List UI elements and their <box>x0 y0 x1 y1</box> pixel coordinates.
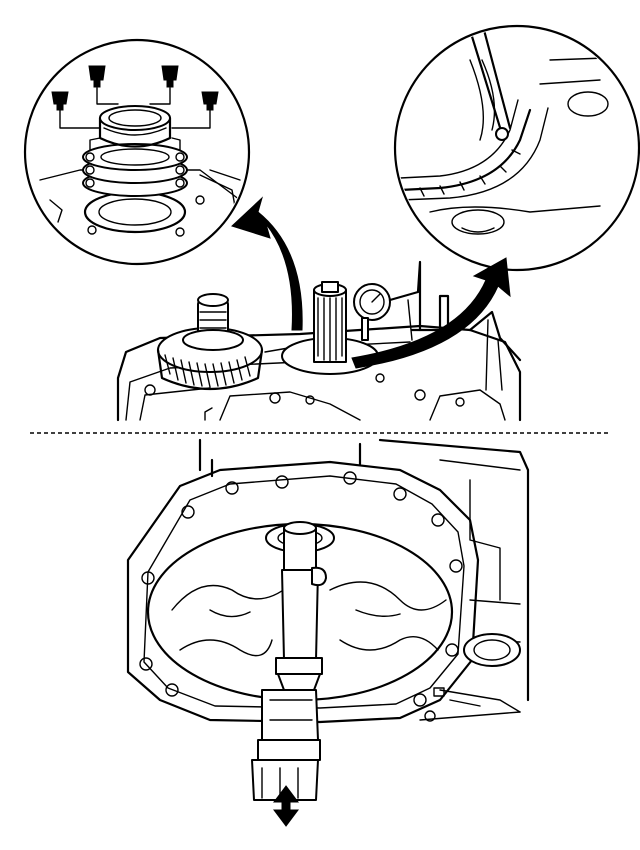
case-bracket-right <box>468 310 522 391</box>
seal-installer-tool <box>251 521 327 801</box>
spacer-shims-detail <box>23 38 251 266</box>
curved-arrow-icon <box>231 196 303 331</box>
transmission-case-side <box>198 438 530 721</box>
shim-stack <box>82 143 188 197</box>
dial-indicator-probe-detail <box>393 24 640 272</box>
bolt-icon <box>88 65 106 88</box>
curved-arrow-icon <box>351 257 511 369</box>
bolt-icon <box>51 91 69 111</box>
bolt-icon <box>161 65 179 88</box>
dial-indicator <box>353 260 450 341</box>
bottom-panel <box>126 438 530 827</box>
double-arrow-icon <box>273 785 299 827</box>
top-panel <box>23 24 640 434</box>
bearing-retainer <box>98 105 172 148</box>
bolt-icon <box>201 91 219 111</box>
gear-assembly <box>156 293 264 391</box>
output-shaft-top <box>281 281 379 375</box>
